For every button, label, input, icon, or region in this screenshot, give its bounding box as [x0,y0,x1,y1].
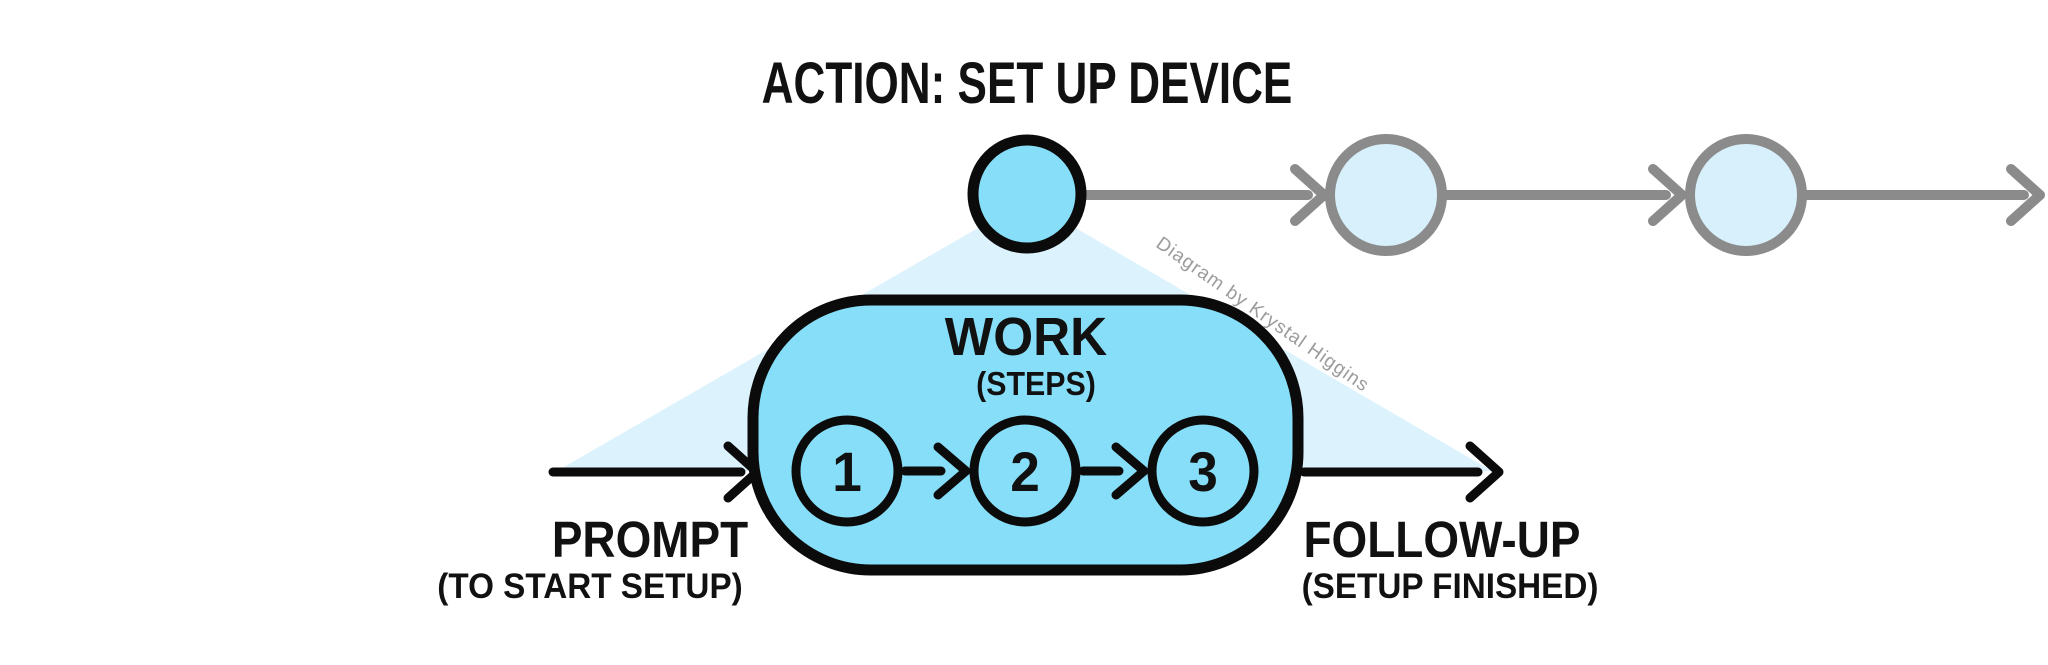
followup-label: FOLLOW-UP [1303,511,1581,568]
followup-arrowhead-icon [1465,441,1504,503]
step-arrow-2-head-icon [1111,442,1149,500]
timeline-node-upcoming-1 [1325,134,1447,256]
step-arrow-1-head-icon [933,442,971,500]
work-box-title: WORK [944,307,1108,367]
timeline-connector-1-head-icon [1290,164,1329,226]
followup-sublabel: (SETUP FINISHED) [1301,567,1599,606]
prompt-sublabel: (TO START SETUP) [437,567,743,606]
step-circle-3 [1147,415,1259,527]
step-circle-2 [969,415,1081,527]
step-number-3: 3 [1188,439,1218,503]
diagram-title: ACTION: SET UP DEVICE [761,51,1293,116]
timeline-connector-2-head-icon [1648,164,1687,226]
step-number-1: 1 [832,439,862,503]
timeline-connector-3-head-icon [2006,164,2045,226]
timeline-node-current [967,134,1087,254]
prompt-label: PROMPT [551,511,749,568]
work-box-subtitle: (STEPS) [976,365,1096,402]
step-circle-1 [791,415,903,527]
step-number-2: 2 [1010,439,1040,503]
timeline-node-upcoming-2 [1685,134,1807,256]
